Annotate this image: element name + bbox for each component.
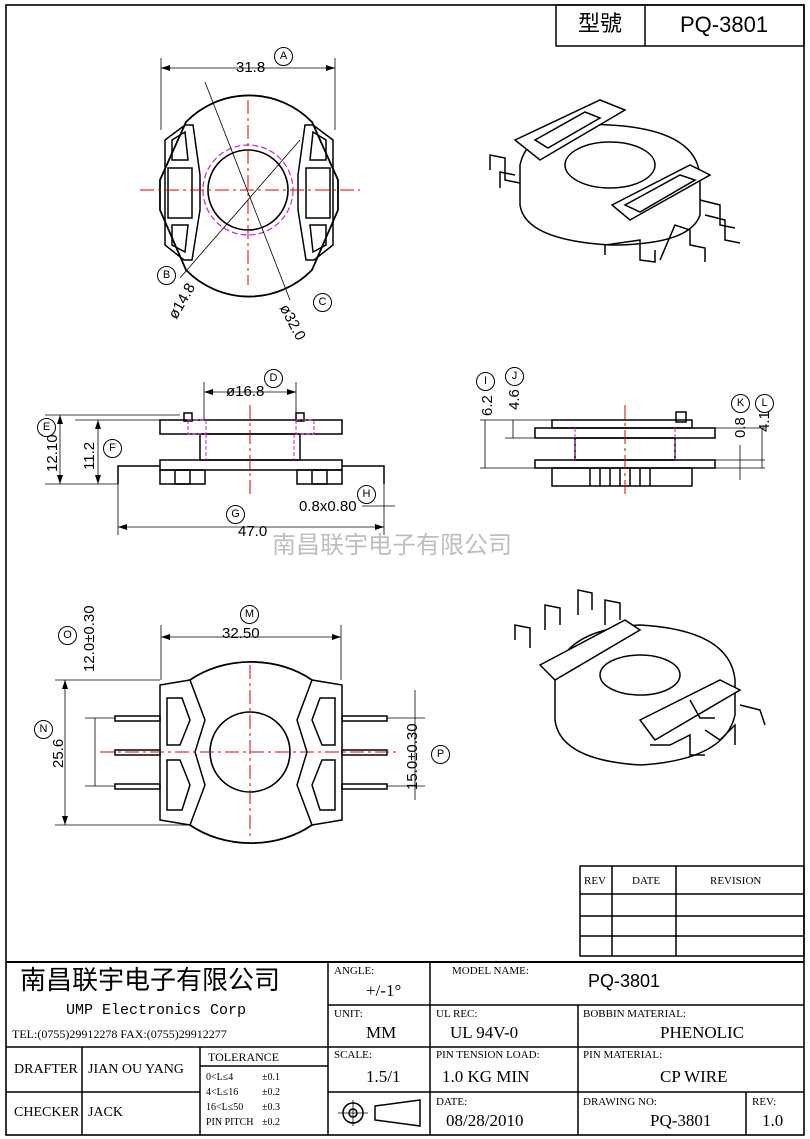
- marker-j: J: [505, 367, 524, 386]
- rev-header: REV: [584, 875, 606, 887]
- model-value: PQ-3801: [680, 12, 769, 37]
- marker-a: A: [274, 47, 293, 66]
- tol-range-3: 16<L≤50: [206, 1102, 244, 1113]
- company-contact: TEL:(0755)29912278 FAX:(0755)29912277: [12, 1027, 227, 1041]
- drawing-no-label: DRAWING NO:: [583, 1096, 657, 1108]
- tol-value-2: ±0.2: [262, 1087, 280, 1098]
- rev-value: 1.0: [762, 1111, 784, 1130]
- bottom-view: [55, 625, 425, 844]
- marker-d: D: [264, 369, 283, 388]
- tol-range-2: 4<L≤16: [206, 1087, 239, 1098]
- marker-b: B: [157, 266, 176, 285]
- unit-value: MM: [366, 1023, 397, 1042]
- dim-p: 15.0±0.30: [404, 723, 421, 790]
- tol-value-3: ±0.3: [262, 1102, 280, 1113]
- tol-range-1: 0<L≤4: [206, 1072, 234, 1083]
- dim-j: 4.6: [506, 389, 523, 410]
- drafter-value: JIAN OU YANG: [88, 1062, 184, 1077]
- scale-label: SCALE:: [334, 1049, 372, 1061]
- drawing-no-value: PQ-3801: [650, 1111, 712, 1130]
- tol-range-4: PIN PITCH: [206, 1117, 254, 1128]
- marker-n: N: [34, 720, 53, 739]
- dim-e: 12.10: [44, 434, 61, 472]
- model-name-value: PQ-3801: [588, 971, 661, 991]
- dim-n: 25.6: [50, 738, 67, 768]
- angle-value: +/-1°: [366, 981, 402, 1000]
- tolerance-label: TOLERANCE: [208, 1050, 280, 1064]
- bobbin-label: BOBBIN MATERIAL:: [583, 1008, 686, 1020]
- marker-k: K: [731, 394, 750, 413]
- model-name-label: MODEL NAME:: [452, 965, 529, 977]
- dim-k: 0.8: [732, 417, 749, 438]
- pin-material-label: PIN MATERIAL:: [583, 1049, 663, 1061]
- dim-i: 6.2: [479, 395, 496, 416]
- drafter-label: DRAFTER: [14, 1062, 78, 1077]
- unit-label: UNIT:: [334, 1008, 363, 1020]
- angle-label: ANGLE:: [334, 965, 375, 977]
- revision-header: REVISION: [710, 875, 762, 887]
- marker-f: F: [103, 439, 122, 458]
- marker-h: H: [357, 485, 376, 504]
- title-block: [6, 961, 804, 1135]
- marker-p: P: [431, 745, 450, 764]
- bobbin-value: PHENOLIC: [660, 1023, 745, 1042]
- pin-material-value: CP WIRE: [660, 1067, 728, 1086]
- marker-m: M: [240, 605, 259, 624]
- pin-tension-value: 1.0 KG MIN: [442, 1067, 530, 1086]
- end-view: [480, 405, 765, 495]
- dim-d: ø16.8: [226, 383, 265, 400]
- dim-g: 47.0: [238, 523, 268, 540]
- checker-value: JACK: [88, 1105, 124, 1120]
- date-value: 08/28/2010: [446, 1111, 524, 1130]
- ul-value: UL 94V-0: [450, 1023, 519, 1042]
- tol-value-1: ±0.1: [262, 1072, 280, 1083]
- dim-m: 32.50: [222, 625, 260, 642]
- isometric-view-top: [489, 99, 741, 263]
- dim-width: 31.8: [236, 59, 266, 76]
- marker-c: C: [313, 293, 332, 312]
- marker-g: G: [226, 505, 245, 524]
- watermark-text: 南昌联宇电子有限公司: [272, 532, 512, 559]
- model-label: 型號: [578, 12, 623, 37]
- marker-e: E: [37, 418, 56, 437]
- side-view: [45, 382, 395, 535]
- rev-label: REV:: [752, 1096, 777, 1108]
- marker-o: O: [58, 626, 77, 645]
- date-label: DATE:: [436, 1096, 468, 1108]
- marker-i: I: [476, 372, 495, 391]
- dim-h: 0.8x0.80: [299, 498, 357, 515]
- isometric-view-bottom: [514, 589, 766, 766]
- revision-table: [579, 865, 805, 957]
- scale-value: 1.5/1: [366, 1067, 401, 1086]
- top-view: [140, 58, 360, 301]
- model-title-box: [555, 4, 805, 47]
- ul-label: UL REC:: [436, 1008, 478, 1020]
- pin-tension-label: PIN TENSION LOAD:: [436, 1049, 540, 1061]
- dim-l: 4.1: [756, 411, 773, 432]
- company-name-en: UMP Electronics Corp: [66, 1002, 247, 1019]
- date-header: DATE: [632, 875, 661, 887]
- dim-f: 11.2: [81, 441, 98, 470]
- company-name-cn: 南昌联宇电子有限公司: [20, 966, 281, 996]
- dim-o: 12.0±0.30: [81, 605, 98, 672]
- marker-l: L: [755, 394, 774, 413]
- checker-label: CHECKER: [14, 1105, 80, 1120]
- sheet-border: [5, 4, 805, 1136]
- tol-value-4: ±0.2: [262, 1117, 280, 1128]
